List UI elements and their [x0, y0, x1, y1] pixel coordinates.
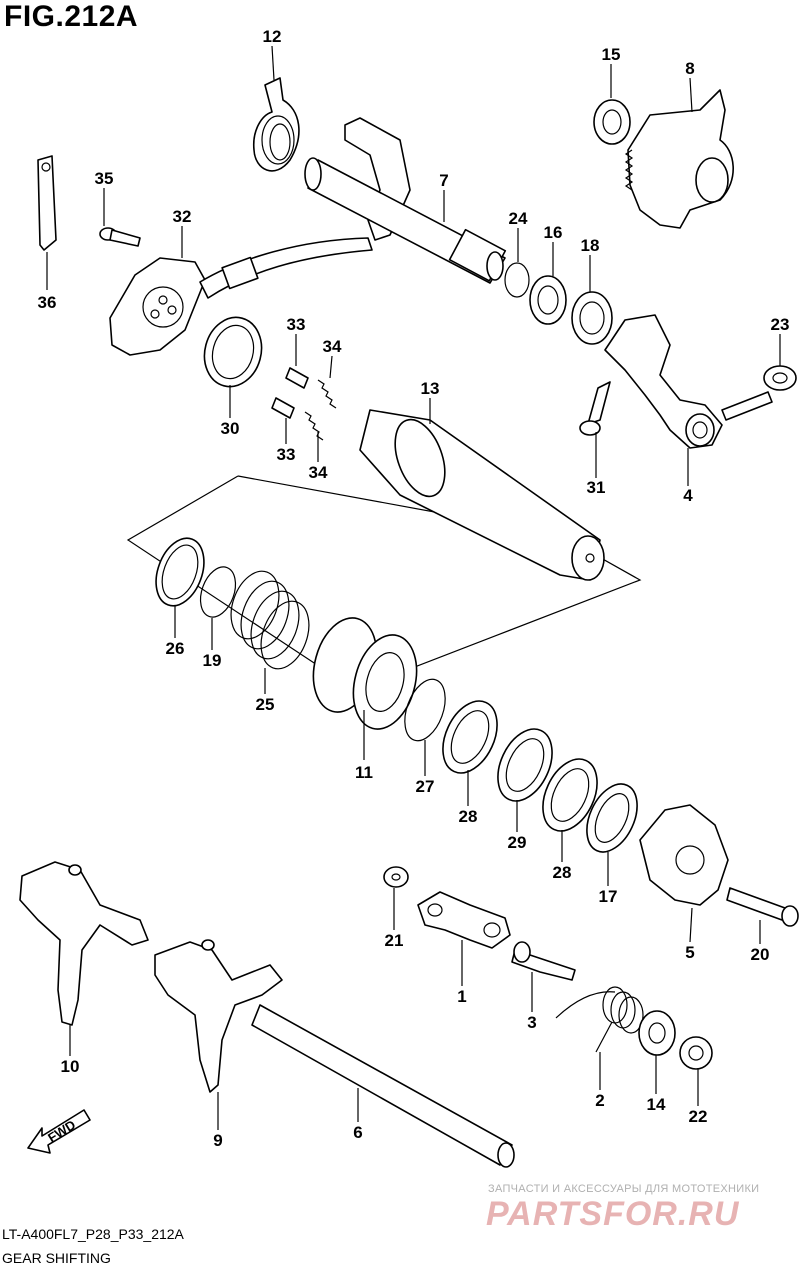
part-3-pin	[511, 941, 576, 981]
part-4-shift-lever	[604, 314, 773, 449]
callout-26: 26	[166, 639, 185, 658]
callout-27: 27	[416, 777, 435, 796]
callout-13: 13	[421, 379, 440, 398]
part-23-nut	[763, 365, 797, 391]
part-26-ring	[155, 537, 205, 607]
part-35-bolt	[99, 227, 141, 247]
part-9-shift-fork	[154, 939, 283, 1093]
callout-numbers: 12 7 8 15 24 16 18 23 31 4 35 32 36 30 3…	[38, 27, 790, 1150]
part-28-washer-a	[442, 700, 498, 774]
callout-33-lower: 33	[277, 445, 296, 464]
leader-lines	[46, 45, 781, 1130]
callout-11: 11	[355, 763, 373, 782]
part-7-shift-shaft	[304, 117, 507, 284]
callout-15: 15	[602, 45, 621, 64]
part-33-pin-upper	[285, 367, 309, 389]
part-34-spring-lower	[304, 411, 324, 441]
part-27-circlip	[404, 678, 446, 742]
callout-14: 14	[647, 1095, 666, 1114]
part-18-oil-seal	[571, 291, 613, 345]
diagram-caption: GEAR SHIFTING	[2, 1250, 111, 1266]
part-10-shift-fork	[19, 861, 149, 1026]
callout-35: 35	[95, 169, 114, 188]
callout-12: 12	[263, 27, 282, 46]
callout-31: 31	[587, 478, 606, 497]
part-16-washer	[529, 275, 567, 325]
part-34-spring-upper	[317, 379, 337, 409]
part-12-spring	[252, 77, 300, 172]
part-21-washer	[383, 866, 409, 888]
watermark-logo: PARTSFOR.RU	[486, 1195, 740, 1233]
callout-3: 3	[527, 1013, 536, 1032]
part-29-bearing	[497, 728, 553, 802]
callout-32: 32	[173, 207, 192, 226]
callout-19: 19	[203, 651, 222, 670]
part-13-shift-cam	[359, 409, 605, 581]
part-15-bushing	[593, 99, 631, 145]
figure-title: FIG.212A	[4, 0, 139, 33]
callout-21: 21	[385, 931, 404, 950]
part-5-stopper	[639, 804, 729, 906]
callout-5: 5	[685, 943, 694, 962]
part-14-washer	[638, 1010, 676, 1056]
callout-10: 10	[61, 1057, 80, 1076]
part-17-washer	[586, 783, 638, 853]
part-30-o-ring	[203, 316, 263, 388]
callout-16: 16	[544, 223, 563, 242]
part-2-spring	[555, 986, 644, 1053]
part-25-spring	[230, 570, 310, 670]
callout-24: 24	[509, 209, 528, 228]
part-20-bolt	[726, 887, 799, 927]
model-code: LT-A400FL7_P28_P33_212A	[2, 1226, 184, 1242]
callout-18: 18	[581, 236, 600, 255]
callout-25: 25	[256, 695, 275, 714]
part-22-nut	[679, 1036, 713, 1070]
part-24-circlip	[504, 262, 530, 298]
part-11-drum	[312, 617, 418, 730]
part-36-strap	[37, 155, 57, 251]
part-28-washer-b	[542, 758, 598, 832]
callout-1: 1	[457, 987, 466, 1006]
callout-9: 9	[213, 1131, 222, 1150]
part-33-pin-lower	[271, 397, 295, 419]
callout-34-upper: 34	[323, 337, 342, 356]
callout-22: 22	[689, 1107, 708, 1126]
callout-2: 2	[595, 1091, 604, 1110]
part-32-switch	[109, 237, 373, 356]
fwd-arrow-icon: FWD	[27, 1109, 91, 1154]
callout-17: 17	[599, 887, 618, 906]
callout-33-upper: 33	[287, 315, 306, 334]
callout-30: 30	[221, 419, 240, 438]
callout-23: 23	[771, 315, 790, 334]
watermark-tagline: ЗАПЧАСТИ И АКСЕССУАРЫ ДЛЯ МОТОТЕХНИКИ	[488, 1183, 760, 1195]
callout-6: 6	[353, 1123, 362, 1142]
callout-8: 8	[685, 59, 694, 78]
part-1-arm	[417, 891, 511, 949]
part-31-bolt	[579, 381, 611, 436]
part-6-fork-shaft	[251, 1004, 515, 1168]
callout-4: 4	[683, 486, 693, 505]
part-19-circlip	[199, 566, 237, 618]
callout-7: 7	[439, 171, 448, 190]
callout-28-b: 28	[553, 863, 572, 882]
callout-36: 36	[38, 293, 57, 312]
callout-28-a: 28	[459, 807, 478, 826]
part-8-gear-segment	[624, 89, 734, 229]
callout-20: 20	[751, 945, 770, 964]
callout-34-lower: 34	[309, 463, 328, 482]
callout-29: 29	[508, 833, 527, 852]
